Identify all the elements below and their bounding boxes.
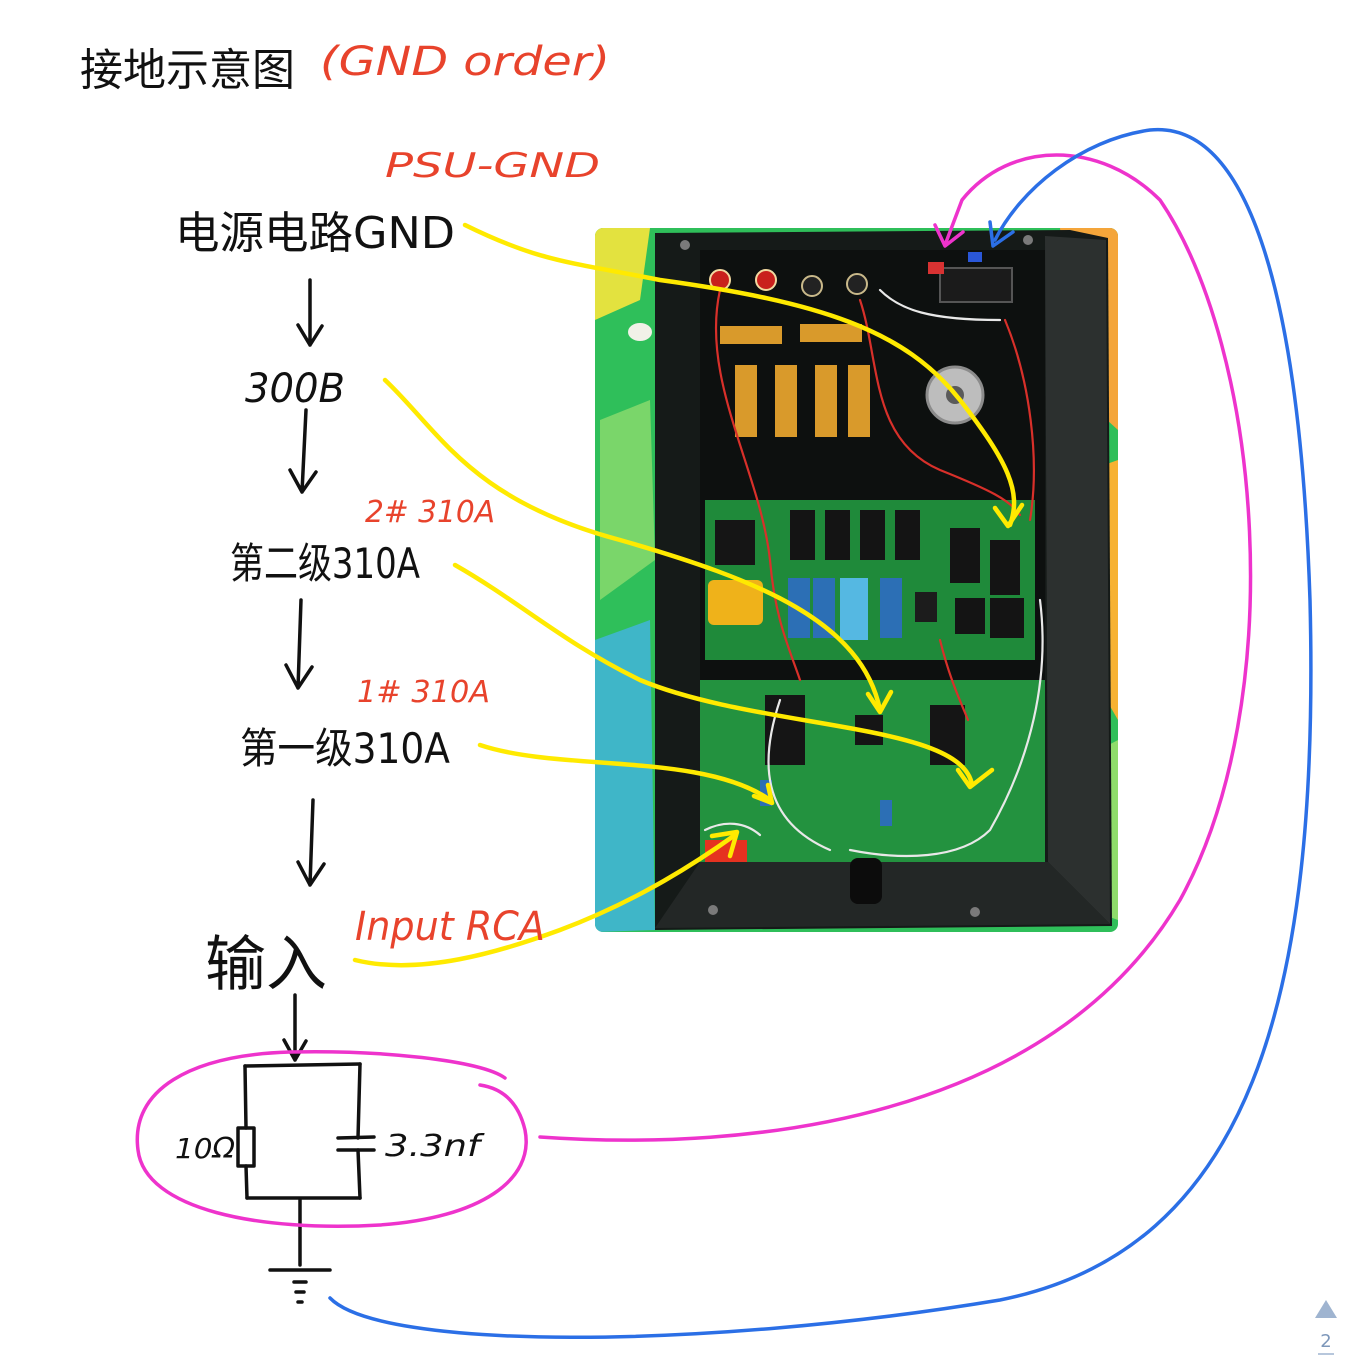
photo-gold-resistor	[775, 365, 797, 437]
blue-arrowhead	[988, 220, 1015, 248]
photo-chassis-bottom-bevel	[655, 862, 1110, 928]
yellow-path-line	[462, 222, 1017, 528]
yellow-arrowhead	[955, 767, 995, 790]
title-english: (GND order)	[320, 39, 610, 85]
photo-yellow-capacitor	[708, 580, 763, 625]
photo-gold-resistor	[800, 324, 862, 342]
photo-blue-component	[880, 800, 892, 826]
chain-node-psu-gnd: 电源电路GND	[175, 208, 455, 259]
magenta-arrowhead	[933, 223, 965, 248]
resistor-symbol	[236, 1126, 256, 1168]
photo-gold-resistor	[848, 365, 870, 437]
photo-black-capacitor	[825, 510, 850, 560]
page-indicator[interactable]: 2	[1315, 1300, 1337, 1355]
photo-white-wire	[848, 598, 1044, 858]
photo-black-capacitor	[990, 540, 1020, 595]
schematic-right-wire	[356, 1062, 362, 1200]
photo-fuse	[928, 262, 944, 274]
photo-blue-capacitor	[813, 578, 835, 638]
photo-cloth-spot	[628, 323, 652, 341]
capacitor-symbol	[336, 1135, 376, 1152]
photo-red-wire	[1003, 318, 1035, 522]
photo-black-capacitor	[860, 510, 885, 560]
photo-screw	[680, 240, 690, 250]
photo-gold-resistor	[720, 326, 782, 344]
photo-white-wire	[767, 698, 832, 852]
photo-red-wire	[714, 288, 802, 682]
photo-screw	[970, 907, 980, 917]
triangle-up-icon[interactable]	[1315, 1300, 1337, 1318]
note-psu-gnd: PSU-GND	[385, 146, 600, 186]
page-number: 2	[1320, 1331, 1331, 1352]
note-input-rca: Input RCA	[355, 904, 545, 950]
note-stage2: 2# 310A	[365, 495, 495, 530]
down-arrow	[284, 598, 314, 690]
photo-fuse	[968, 252, 982, 262]
photo-gold-resistor	[735, 365, 757, 437]
yellow-path-psu	[462, 222, 1025, 529]
schematic-left-wire	[243, 1064, 249, 1200]
yellow-path-line	[352, 832, 738, 968]
yellow-arrowhead	[992, 502, 1025, 529]
yellow-arrowhead	[865, 689, 894, 715]
amplifier-photo	[595, 228, 1118, 932]
yellow-arrowhead	[751, 782, 775, 806]
down-arrow	[282, 993, 308, 1062]
yellow-path-300b	[382, 377, 894, 715]
photo-cloth-light-patch	[600, 400, 655, 600]
note-stage1: 1# 310A	[357, 675, 490, 710]
photo-black-capacitor	[955, 598, 985, 634]
photo-chassis-right-bevel	[1045, 236, 1110, 924]
chain-node-stage2: 第二级310A	[230, 539, 420, 588]
down-arrow	[296, 278, 324, 347]
yellow-path-line	[452, 562, 975, 788]
yellow-path-input	[352, 829, 740, 968]
photo-blue-capacitor	[840, 578, 868, 640]
resistor-value: 10Ω	[175, 1132, 236, 1165]
magenta-connection-line	[538, 153, 1253, 1142]
photo-input-tube	[850, 858, 882, 904]
photo-cloth-teal-patch	[595, 620, 655, 932]
photo-white-wire	[703, 822, 762, 837]
photo-white-wire	[878, 288, 1002, 322]
photo-gold-resistor	[815, 365, 837, 437]
photo-black-capacitor	[990, 598, 1024, 638]
yellow-path-line	[382, 377, 883, 713]
chain-node-300b: 300B	[245, 366, 345, 412]
photo-black-terminal	[846, 273, 868, 295]
photo-black-capacitor	[950, 528, 980, 583]
yellow-arrowhead	[709, 829, 740, 859]
photo-red-terminal	[755, 269, 777, 291]
photo-red-wire	[938, 638, 970, 722]
down-arrow	[288, 408, 318, 494]
rc-filter-schematic: 10Ω 3.3nf	[175, 1062, 485, 1304]
photo-power-connector	[939, 267, 1013, 303]
yellow-path-line	[477, 742, 773, 803]
yellow-path-stage2	[452, 562, 995, 790]
schematic-top-wire	[243, 1062, 362, 1068]
photo-red-wire	[858, 298, 1022, 517]
photo-relay	[715, 520, 755, 565]
chain-node-input: 输入	[205, 930, 327, 1000]
photo-black-capacitor	[895, 510, 920, 560]
ground-symbol	[268, 1268, 332, 1304]
photo-screw	[1023, 235, 1033, 245]
title-chinese: 接地示意图	[80, 45, 295, 96]
chain-node-stage1: 第一级310A	[240, 724, 450, 773]
down-arrow	[296, 798, 326, 887]
photo-screw	[708, 905, 718, 915]
yellow-path-stage1	[477, 742, 775, 806]
photo-ic	[915, 592, 937, 622]
photo-blue-capacitor	[880, 578, 902, 638]
photo-red-capacitor	[705, 840, 747, 862]
blue-ground-return-line	[328, 127, 1313, 1339]
photo-black-capacitor	[790, 510, 815, 560]
photo-black-terminal	[801, 275, 823, 297]
capacitor-value: 3.3nf	[385, 1129, 485, 1164]
magenta-circle-around-filter	[135, 1050, 528, 1228]
